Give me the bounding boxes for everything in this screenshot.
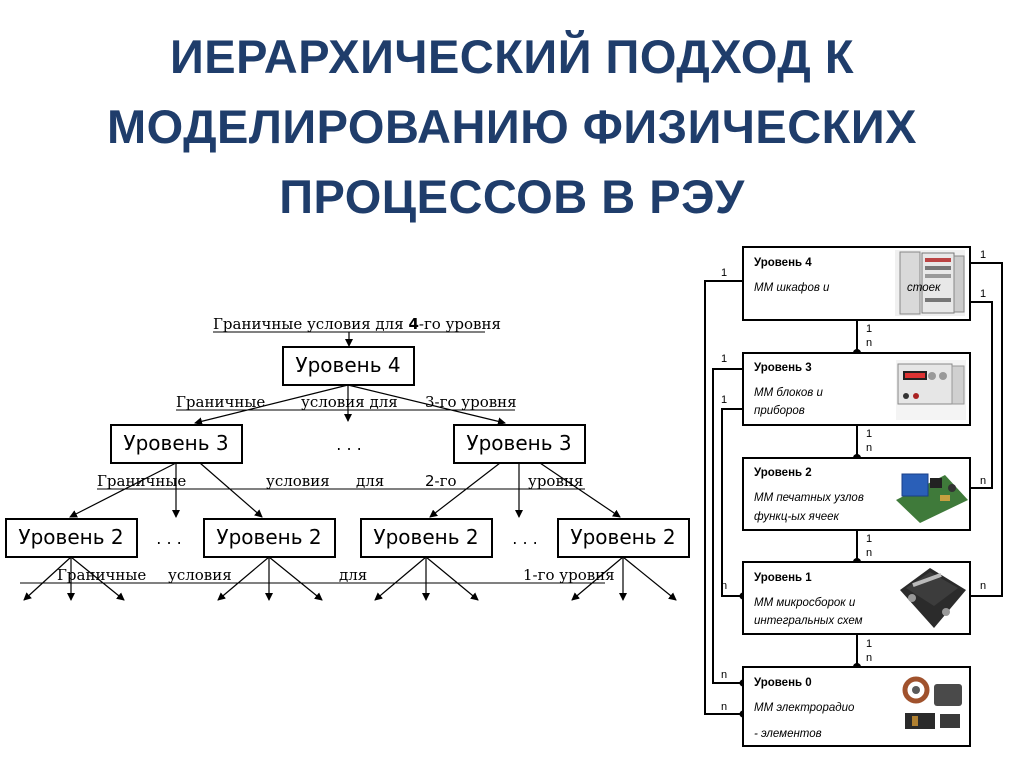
- cond3-label-c: 3-го уровня: [425, 393, 517, 411]
- tree-box-level3-left: [110, 424, 243, 464]
- multiplicity-labels: 1 1 1 1 n 1 1 1 n n 1 n n n 1 n n n: [721, 249, 986, 713]
- ladder-level4-title: Уровень 4: [754, 257, 812, 269]
- cond1-label-c: для: [339, 566, 367, 584]
- svg-text:1: 1: [866, 638, 872, 650]
- svg-text:n: n: [866, 442, 872, 454]
- svg-text:n: n: [866, 547, 872, 559]
- ladder-box-level3: Уровень 3 ММ блоков и приборов: [742, 352, 971, 426]
- ladder-level3-title: Уровень 3: [754, 362, 812, 374]
- svg-text:n: n: [980, 475, 986, 487]
- ladder-level0-desc2: - элементов: [754, 728, 822, 740]
- tree-box-level2-2: [203, 518, 336, 558]
- hierarchy-tree-diagram: Граничные условия для 4-го уровня Уровен…: [5, 315, 690, 601]
- svg-text:n: n: [721, 701, 727, 713]
- cond1-label-d: 1-го уровня: [523, 566, 615, 584]
- tree-box-level4: [282, 346, 415, 386]
- tree-box-level2-2-label: Уровень 2: [216, 525, 321, 549]
- ladder-level4-desc-b: стоек: [907, 282, 941, 294]
- tree-box-level3-right: [453, 424, 586, 464]
- svg-text:1: 1: [866, 428, 872, 440]
- svg-text:1: 1: [980, 288, 986, 300]
- ladder-level2-title: Уровень 2: [754, 467, 812, 479]
- tree-box-level2-1-label: Уровень 2: [18, 525, 123, 549]
- cabinet-image: [895, 250, 965, 316]
- svg-text:n: n: [866, 652, 872, 664]
- ladder-level2-desc2: функц-ых ячеек: [754, 511, 840, 523]
- ladder-box-level4: Уровень 4 ММ шкафов и стоек: [742, 246, 971, 321]
- dots-level2-a: . . .: [156, 529, 181, 548]
- cond2-label-b: условия: [266, 472, 330, 490]
- ladder-level2-desc1: ММ печатных узлов: [754, 492, 864, 504]
- title-line-2: МОДЕЛИРОВАНИЮ ФИЗИЧЕСКИХ: [106, 100, 917, 153]
- dots-level3: . . .: [336, 435, 361, 454]
- tree-box-level2-4-label: Уровень 2: [570, 525, 675, 549]
- components-image: [902, 676, 962, 729]
- tree-box-level3-left-label: Уровень 3: [123, 431, 228, 455]
- cond1-label-b: условия: [168, 566, 232, 584]
- ladder-box-level0: Уровень 0 ММ электрорадио - элементов: [742, 666, 971, 747]
- ladder-level1-desc2: интегральных схем: [754, 615, 863, 627]
- slide-title: ИЕРАРХИЧЕСКИЙ ПОДХОД К МОДЕЛИРОВАНИЮ ФИЗ…: [0, 22, 1024, 232]
- svg-text:n: n: [980, 580, 986, 592]
- ladder-level0-title: Уровень 0: [754, 677, 812, 689]
- ladder-level3-desc2: приборов: [754, 405, 805, 417]
- tree-box-level2-1: [5, 518, 138, 558]
- ladder-box-level2: Уровень 2 ММ печатных узлов функц-ых яче…: [742, 457, 971, 531]
- svg-text:1: 1: [980, 249, 986, 261]
- svg-text:1: 1: [866, 323, 872, 335]
- ladder-level3-desc1: ММ блоков и: [754, 387, 823, 399]
- svg-text:1: 1: [721, 394, 727, 406]
- dots-level2-b: . . .: [512, 529, 537, 548]
- svg-text:n: n: [866, 337, 872, 349]
- ladder-level1-title: Уровень 1: [754, 572, 812, 584]
- cond4-label: Граничные условия для 4-го уровня: [213, 315, 501, 333]
- title-line-1: ИЕРАРХИЧЕСКИЙ ПОДХОД К: [169, 30, 855, 83]
- instrument-image: [896, 360, 966, 420]
- tree-box-level2-4: [557, 518, 690, 558]
- svg-text:1: 1: [866, 533, 872, 545]
- title-line-3: ПРОЦЕССОВ В РЭУ: [279, 170, 745, 223]
- ladder-level0-desc1: ММ электрорадио: [754, 702, 855, 714]
- svg-text:n: n: [721, 580, 727, 592]
- cond3-label-b: условия для: [301, 393, 398, 411]
- cond3-label-a: Граничные: [176, 393, 265, 411]
- cond2-label-c: для: [356, 472, 384, 490]
- cond2-label-e: уровня: [528, 472, 583, 490]
- tree-box-level3-right-label: Уровень 3: [466, 431, 571, 455]
- cond2-label-d: 2-го: [425, 472, 457, 490]
- cond1-label-a: Граничные: [57, 566, 146, 584]
- svg-text:n: n: [721, 669, 727, 681]
- ladder-box-level1: Уровень 1 ММ микросборок и интегральных …: [742, 561, 971, 635]
- pcb-image: [896, 473, 968, 523]
- chip-image: [900, 568, 966, 628]
- ladder-level4-desc: ММ шкафов и: [754, 282, 830, 294]
- svg-text:1: 1: [721, 267, 727, 279]
- ladder-level1-desc1: ММ микросборок и: [754, 597, 856, 609]
- tree-box-level2-3-label: Уровень 2: [373, 525, 478, 549]
- tree-box-level4-label: Уровень 4: [295, 353, 400, 377]
- svg-text:1: 1: [721, 353, 727, 365]
